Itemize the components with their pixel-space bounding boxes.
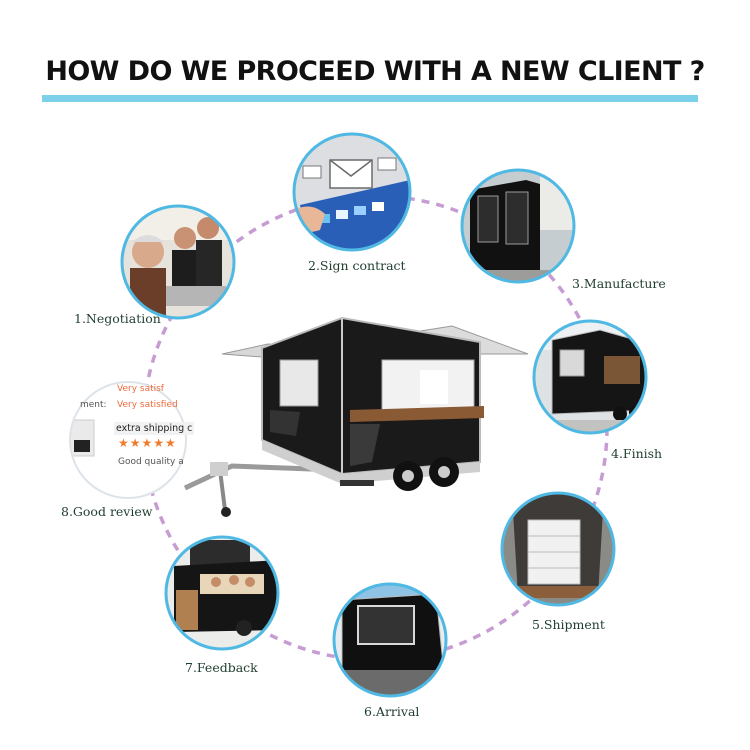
step-4-photo [532, 319, 648, 435]
page-title: HOW DO WE PROCEED WITH A NEW CLIENT ? [45, 56, 705, 87]
step-3-photo [460, 168, 576, 284]
step-5-photo [500, 491, 616, 607]
review-line-3: extra shipping c [114, 422, 195, 435]
food-trailer-illustration [183, 316, 529, 517]
step-label-manufacture: 3.Manufacture [572, 276, 666, 291]
review-line-2-prefix: ment: [80, 400, 107, 410]
review-stars: ★★★★★ [118, 436, 177, 450]
step-label-feedback: 7.Feedback [185, 660, 258, 675]
step-2-photo [292, 132, 412, 252]
step-label-finish: 4.Finish [611, 446, 663, 461]
review-line-4: Good quality a [118, 457, 184, 467]
step-label-sign-contract: 2.Sign contract [308, 258, 406, 273]
step-label-good-review: 8.Good review [61, 504, 153, 519]
step-label-shipment: 5.Shipment [532, 617, 605, 632]
review-line-2: Very satisfied [117, 400, 178, 410]
step-label-arrival: 6.Arrival [364, 704, 420, 719]
step-8-photo [69, 381, 187, 499]
title-underline [42, 95, 698, 102]
step-label-negotiation: 1.Negotiation [74, 311, 161, 326]
step-6-photo [332, 582, 448, 698]
review-line-1: Very satisf [117, 384, 164, 394]
step-7-photo [164, 535, 280, 651]
